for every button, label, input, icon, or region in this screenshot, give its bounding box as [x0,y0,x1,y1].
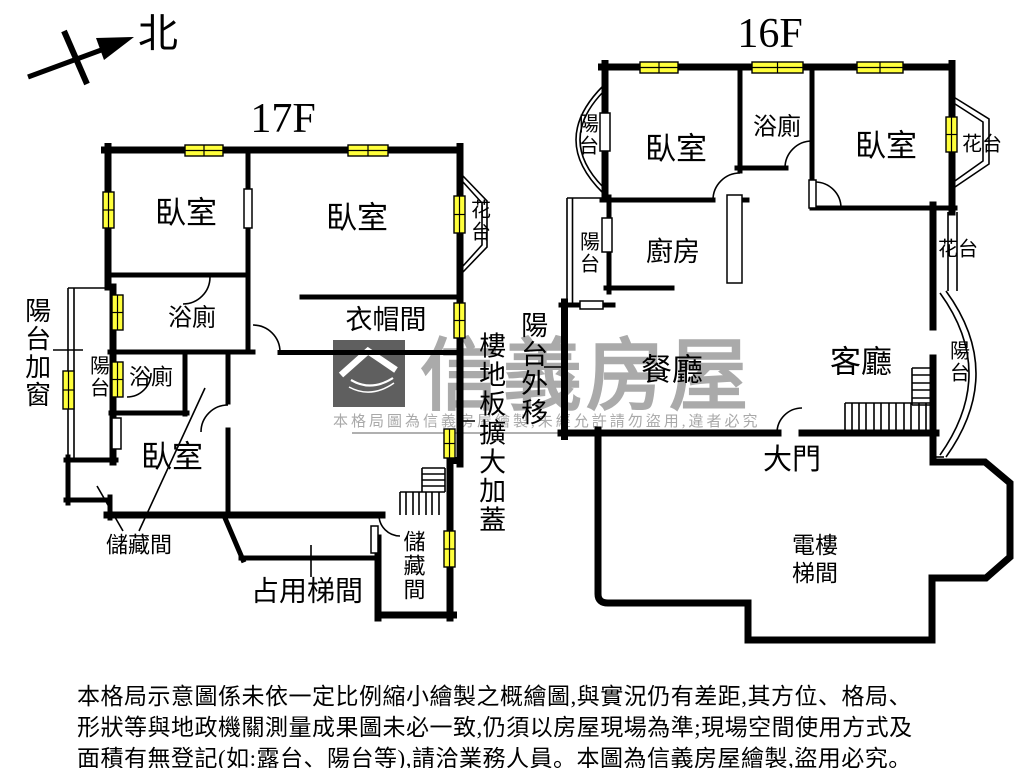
label-kitchen: 廚房 [646,236,700,267]
label-storage: 儲藏間 [400,530,426,602]
label-balcony: 陽台 [86,355,109,399]
label-occupied-stairwell: 占用梯間 [250,576,364,608]
disclaimer-line-2: 形狀等與地政機關測量成果圖未必一致,仍須以房屋現場為準;現場空間使用方式及 [77,715,913,740]
label-bathroom: 浴廁 [753,114,801,141]
label-bedroom: 臥室 [855,128,917,164]
label-bedroom: 臥室 [645,131,707,167]
label-dining-room: 餐廳 [641,352,703,388]
plan-17f-title: 17F [250,95,316,142]
label-main-door: 大門 [762,443,822,476]
label-balcony-added-window: 陽台加窗 [21,297,51,409]
plan-windows [62,61,958,568]
label-living-room: 客廳 [830,344,892,380]
label-closet: 衣帽間 [345,304,427,335]
label-flower-stand: 花台 [962,133,1002,156]
label-bedroom: 臥室 [155,195,217,231]
label-balcony: 陽台 [576,231,599,275]
watermark-notice-text: 本格局圖為信義房屋繪製,未經允許請勿盜用,違者必究 [333,412,761,430]
label-balcony: 陽台 [575,113,598,157]
label-bedroom: 臥室 [326,200,388,236]
label-elevator-stairwell: 梯間 [792,560,838,586]
label-bathroom: 浴廁 [168,305,216,332]
plan-door-panels [111,112,817,554]
annotation-balcony-relocated: 陽台外移 [517,311,548,427]
watermark-brand-text: 信義房屋 [420,334,752,421]
disclaimer-line-1: 本格局示意圖係未依一定比例縮小繪製之概繪圖,與實況仍有差距,其方位、格局、 [77,684,912,709]
annotation-floor-expansion: 樓地板擴大加蓋 [475,331,506,535]
plan-16f-details [566,85,990,458]
label-elevator-stairwell: 電樓 [792,532,838,558]
label-flower-stand: 花台 [938,238,978,261]
label-balcony: 陽台 [946,340,969,384]
label-bathroom: 浴廁 [128,364,174,390]
label-flower-stand: 花台 [467,199,490,243]
label-storage: 儲藏間 [105,532,173,558]
plan-16f-title: 16F [737,10,803,57]
north-label: 北 [138,11,178,56]
disclaimer-line-3: 面積有無登記(如:露台、陽台等),請洽業務人員。本圖為信義房屋繪製,盜用必究。 [77,746,912,768]
label-bedroom: 臥室 [141,439,203,475]
north-arrow-icon [27,29,134,86]
